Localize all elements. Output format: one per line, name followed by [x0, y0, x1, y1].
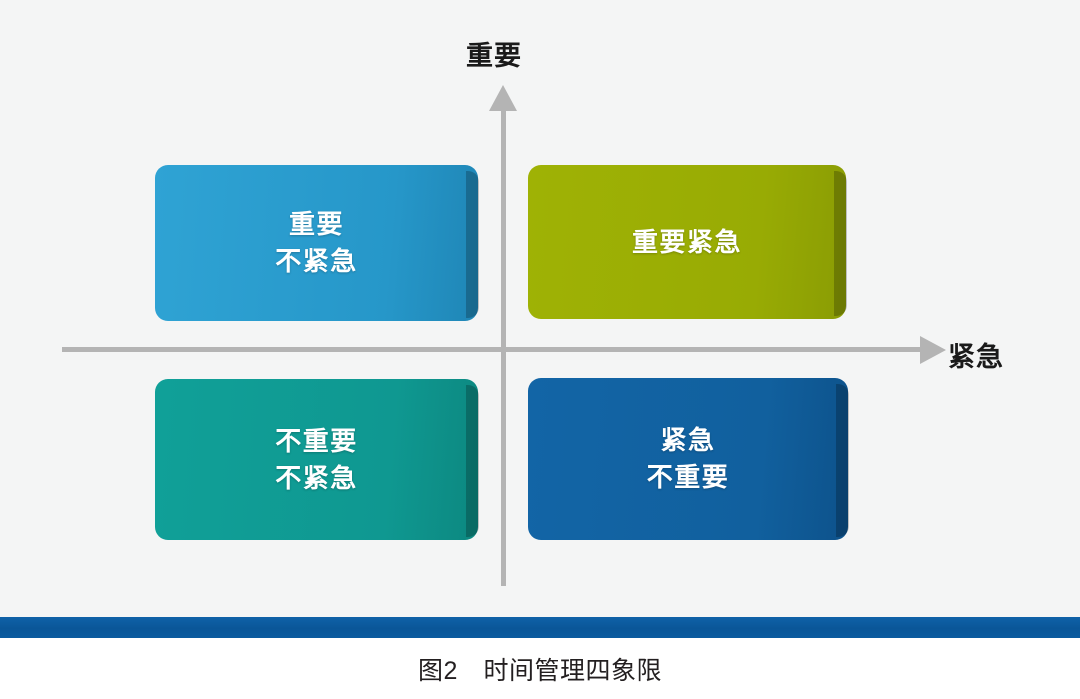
- up-arrow-icon: [489, 85, 517, 111]
- quadrant-shadow-edge: [836, 384, 849, 537]
- quadrant-important-urgent[interactable]: 重要紧急: [528, 165, 847, 319]
- quadrant-urgent-not-important[interactable]: 紧急 不重要: [528, 378, 849, 540]
- quadrant-label-line-1: 重要: [288, 209, 344, 240]
- quadrant-label-line-2: 不紧急: [275, 462, 358, 493]
- quadrant-label-line-1: 紧急: [660, 425, 716, 456]
- quadrant-label-line-2: 不重要: [646, 462, 730, 492]
- quadrant-label-line-1: 不重要: [275, 425, 358, 456]
- quadrant-label-line-1: 重要紧急: [631, 226, 742, 257]
- urgency-axis-label: 紧急: [948, 342, 1004, 372]
- figure-canvas: 重要 紧急 重要 不紧急 重要紧急 不重要 不紧急 紧急 不重要: [0, 0, 1080, 617]
- figure-caption-area: 图2 时间管理四象限: [0, 638, 1080, 699]
- right-arrow-icon: [920, 336, 946, 364]
- quadrant-shadow-edge: [466, 385, 479, 537]
- figure-caption: 图2 时间管理四象限: [418, 656, 662, 685]
- section-divider-bar: [0, 617, 1080, 638]
- quadrant-not-important-not-urgent[interactable]: 不重要 不紧急: [155, 379, 479, 540]
- quadrant-label-line-2: 不紧急: [275, 246, 358, 276]
- urgency-axis-line: [62, 347, 928, 352]
- quadrant-important-not-urgent[interactable]: 重要 不紧急: [155, 165, 479, 321]
- quadrant-shadow-edge: [466, 171, 479, 318]
- importance-axis-label: 重要: [466, 41, 522, 71]
- quadrant-shadow-edge: [834, 171, 847, 316]
